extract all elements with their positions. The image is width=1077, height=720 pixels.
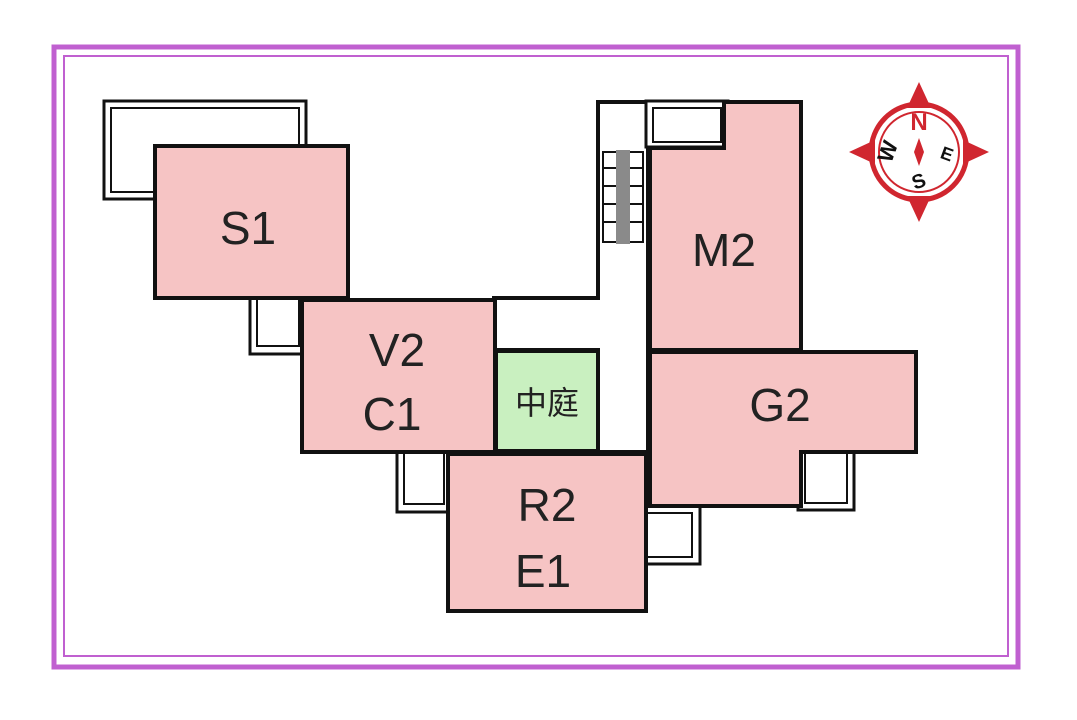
compass-icon: N E S W [849, 82, 989, 222]
inner-frame [63, 55, 1009, 657]
room-s1[interactable] [153, 144, 350, 300]
room-v2-label: V2 [369, 324, 425, 376]
room-r2-e1[interactable] [446, 452, 648, 613]
balcony-g2 [796, 448, 856, 512]
outer-frame [51, 44, 1021, 670]
room-s1-label: S1 [220, 202, 276, 254]
stairs [602, 150, 644, 244]
room-c1-label: C1 [363, 388, 422, 440]
compass-north-label: N [910, 109, 927, 136]
balcony-m2 [644, 99, 730, 149]
room-r2-label: R2 [518, 479, 577, 531]
room-e1-label: E1 [515, 545, 571, 597]
room-m2-label: M2 [692, 224, 756, 276]
balcony-r2 [395, 448, 453, 514]
balcony-e1 [642, 504, 702, 566]
courtyard-label: 中庭 [515, 384, 579, 422]
stair-rail [616, 150, 630, 244]
room-g2-label: G2 [749, 379, 810, 431]
balcony-v2 [248, 294, 308, 356]
room-g2[interactable] [648, 350, 918, 508]
courtyard[interactable] [494, 349, 600, 453]
